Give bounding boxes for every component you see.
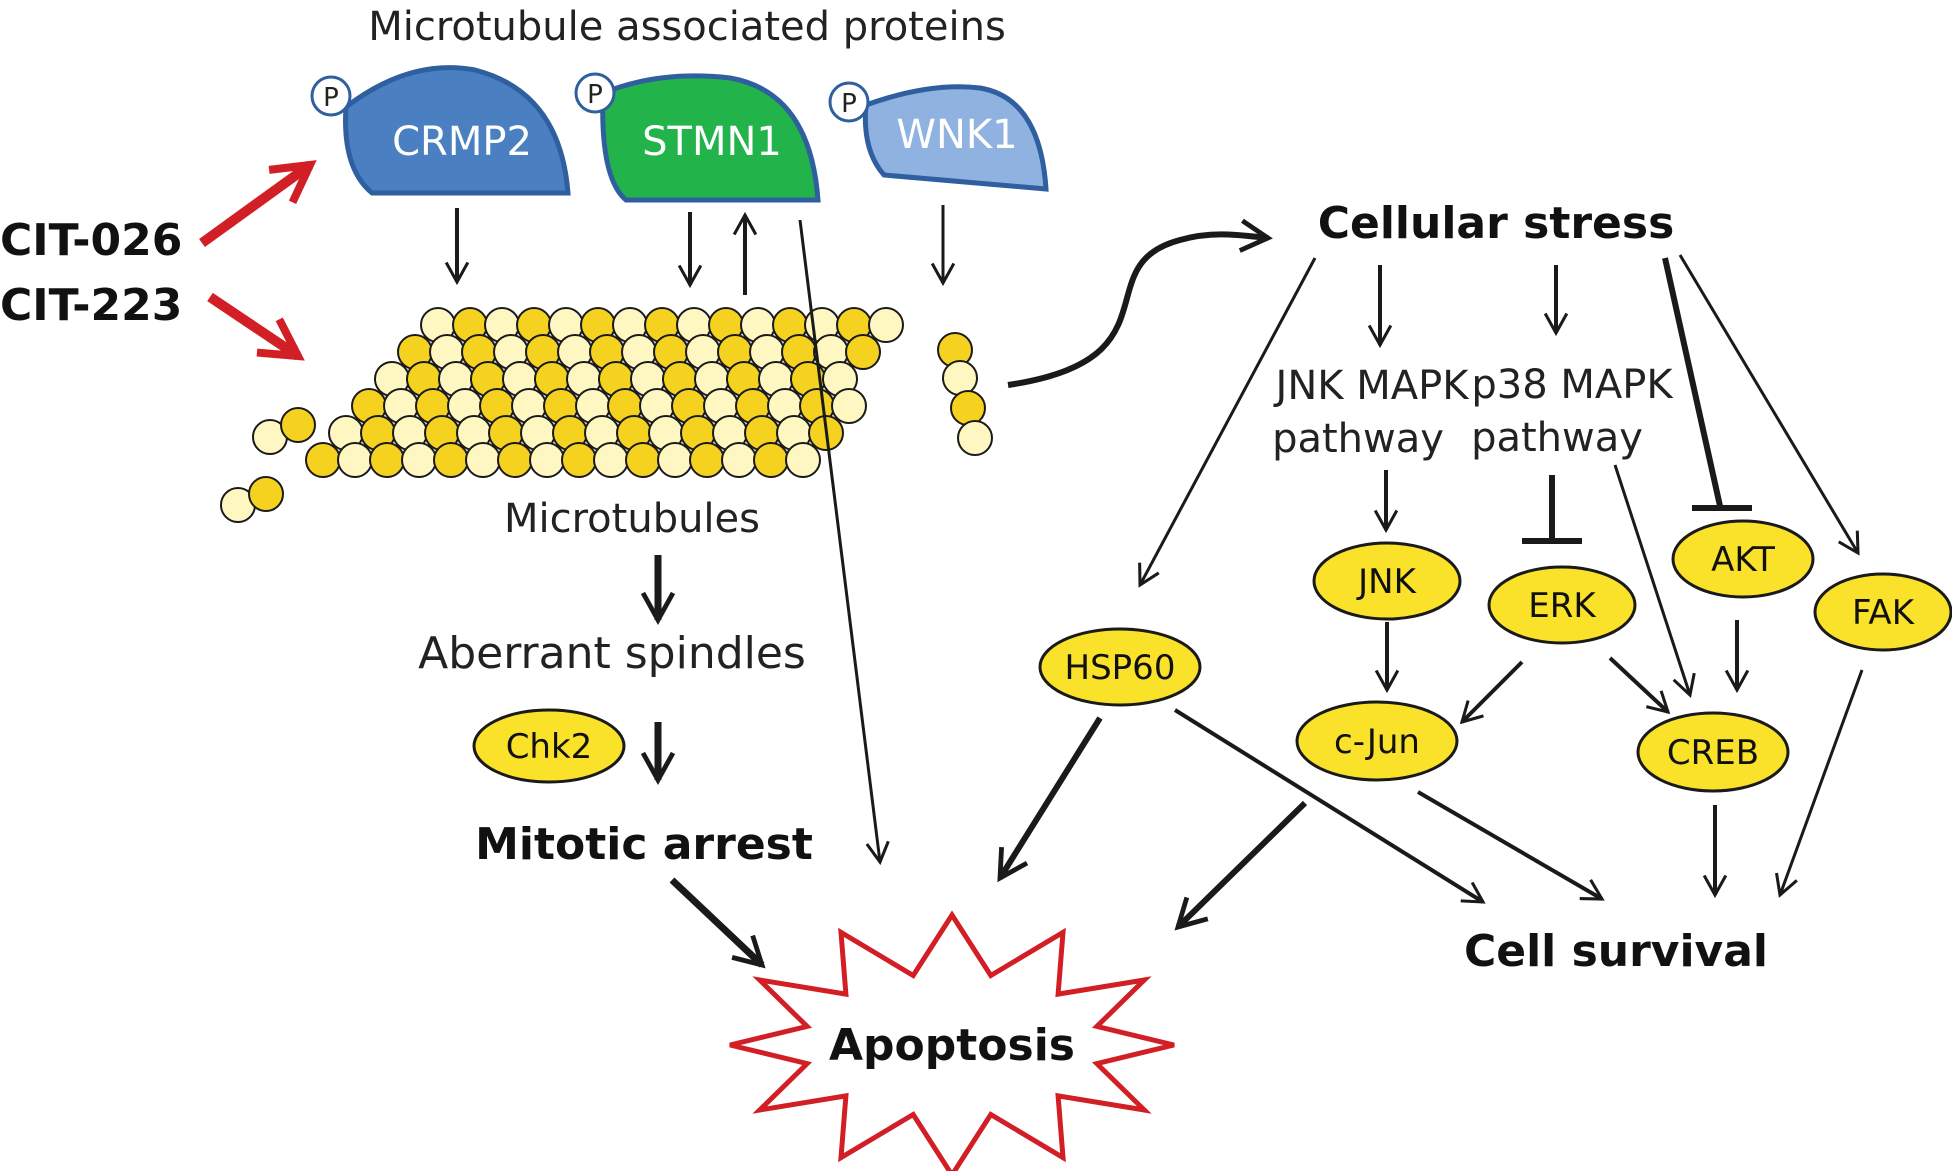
p38-pathway-label-line1: p38 MAPK [1471,362,1674,408]
cjun-label: c-Jun [1334,722,1420,762]
erk-node: ERK [1487,565,1637,645]
tubulin-bead [280,407,316,443]
tubulin-bead [950,390,986,426]
tubulin-bead [689,442,725,478]
crmp2-label: CRMP2 [392,119,532,165]
jnk-pathway-label-line1: JNK MAPK [1273,363,1471,409]
arrow-stmn1-to-apoptosis [798,219,890,866]
aberrant-spindles-label: Aberrant spindles [418,628,806,679]
tubulin-bead [497,442,533,478]
erk-label: ERK [1528,586,1597,626]
tubulin-bead [785,442,821,478]
red-arrow-to-crmp2 [199,165,310,248]
cjun-node: c-Jun [1295,700,1459,782]
arrow-stress-to-hsp60 [1138,257,1317,588]
arrow-hsp60-to-apoptosis [997,716,1103,883]
tubulin-bead [248,476,284,512]
tubulin-bead [465,442,501,478]
arrow-stress-to-fak [1678,254,1860,556]
tubulin-bead [401,442,437,478]
tubulin-bead [957,420,993,456]
compound-cit-223: CIT-223 [0,280,182,331]
chk2-label: Chk2 [506,727,593,767]
phospho-icon-stmn1: P [574,72,616,114]
jnk-node: JNK [1312,541,1462,621]
arrow-erk-to-creb [1608,656,1671,715]
tubulin-bead [593,442,629,478]
tubulin-bead [433,442,469,478]
compound-cit-026: CIT-026 [0,215,182,266]
arrow-hsp60-to-cell-survival [1173,708,1486,904]
hsp60-node: HSP60 [1038,627,1202,707]
creb-label: CREB [1667,733,1759,773]
jnk-pathway-label-line2: pathway [1272,416,1444,462]
arrow-mitotic-arrest-to-apoptosis [669,877,766,969]
red-arrow-to-microtubules [207,292,298,356]
jnk-label: JNK [1356,562,1417,602]
arrow-erk-to-cjun [1459,660,1524,725]
free-tubulin-dimers [220,407,316,523]
tubulin-bead [337,442,373,478]
apoptosis-label: Apoptosis [829,1020,1075,1071]
microtubules-label: Microtubules [504,496,760,542]
cellular-stress-label: Cellular stress [1318,198,1675,249]
hsp60-label: HSP60 [1065,648,1176,688]
tubulin-bead [845,334,881,370]
stmn1-label: STMN1 [642,119,782,165]
tubulin-bead [868,307,904,343]
arrow-cjun-to-apoptosis [1174,800,1308,931]
tubulin-bead [561,442,597,478]
svg-text:P: P [323,83,339,113]
tubulin-bead [942,360,978,396]
diagram-title: Microtubule associated proteins [368,4,1006,50]
arrow-microtubules-to-cellular-stress [1007,218,1273,388]
wnk1-protein: WNK1 [862,84,1049,192]
tubulin-bead [753,442,789,478]
creb-node: CREB [1636,711,1790,793]
p38-pathway-label-line2: pathway [1471,415,1643,461]
arrow-fak-to-cell-survival [1775,669,1864,898]
chk2-node: Chk2 [472,708,626,784]
svg-text:P: P [841,89,857,119]
tubulin-bead [369,442,405,478]
phospho-icon-crmp2: P [310,75,352,117]
phospho-icon-wnk1: P [828,81,870,123]
arrow-p38-to-creb [1613,464,1696,698]
akt-label: AKT [1711,540,1775,580]
fak-label: FAK [1852,593,1916,633]
tubulin-bead [831,388,867,424]
tubulin-bead [305,442,341,478]
mitotic-arrest-label: Mitotic arrest [475,819,813,870]
stmn1-protein: STMN1 [600,73,821,203]
wnk1-label: WNK1 [896,112,1017,158]
akt-node: AKT [1671,519,1815,599]
tubulin-bead [529,442,565,478]
apoptosis-burst: Apoptosis [729,910,1175,1171]
crmp2-protein: CRMP2 [343,65,571,196]
tubulin-bead [657,442,693,478]
inhibit-stress-to-akt [1662,257,1723,507]
fak-node: FAK [1813,572,1952,652]
cell-survival-label: Cell survival [1464,926,1768,977]
svg-text:P: P [587,80,603,110]
tubulin-bead [625,442,661,478]
tubulin-bead [721,442,757,478]
microtubule-lattice [305,307,993,478]
arrow-cjun-to-cell-survival [1416,790,1605,901]
